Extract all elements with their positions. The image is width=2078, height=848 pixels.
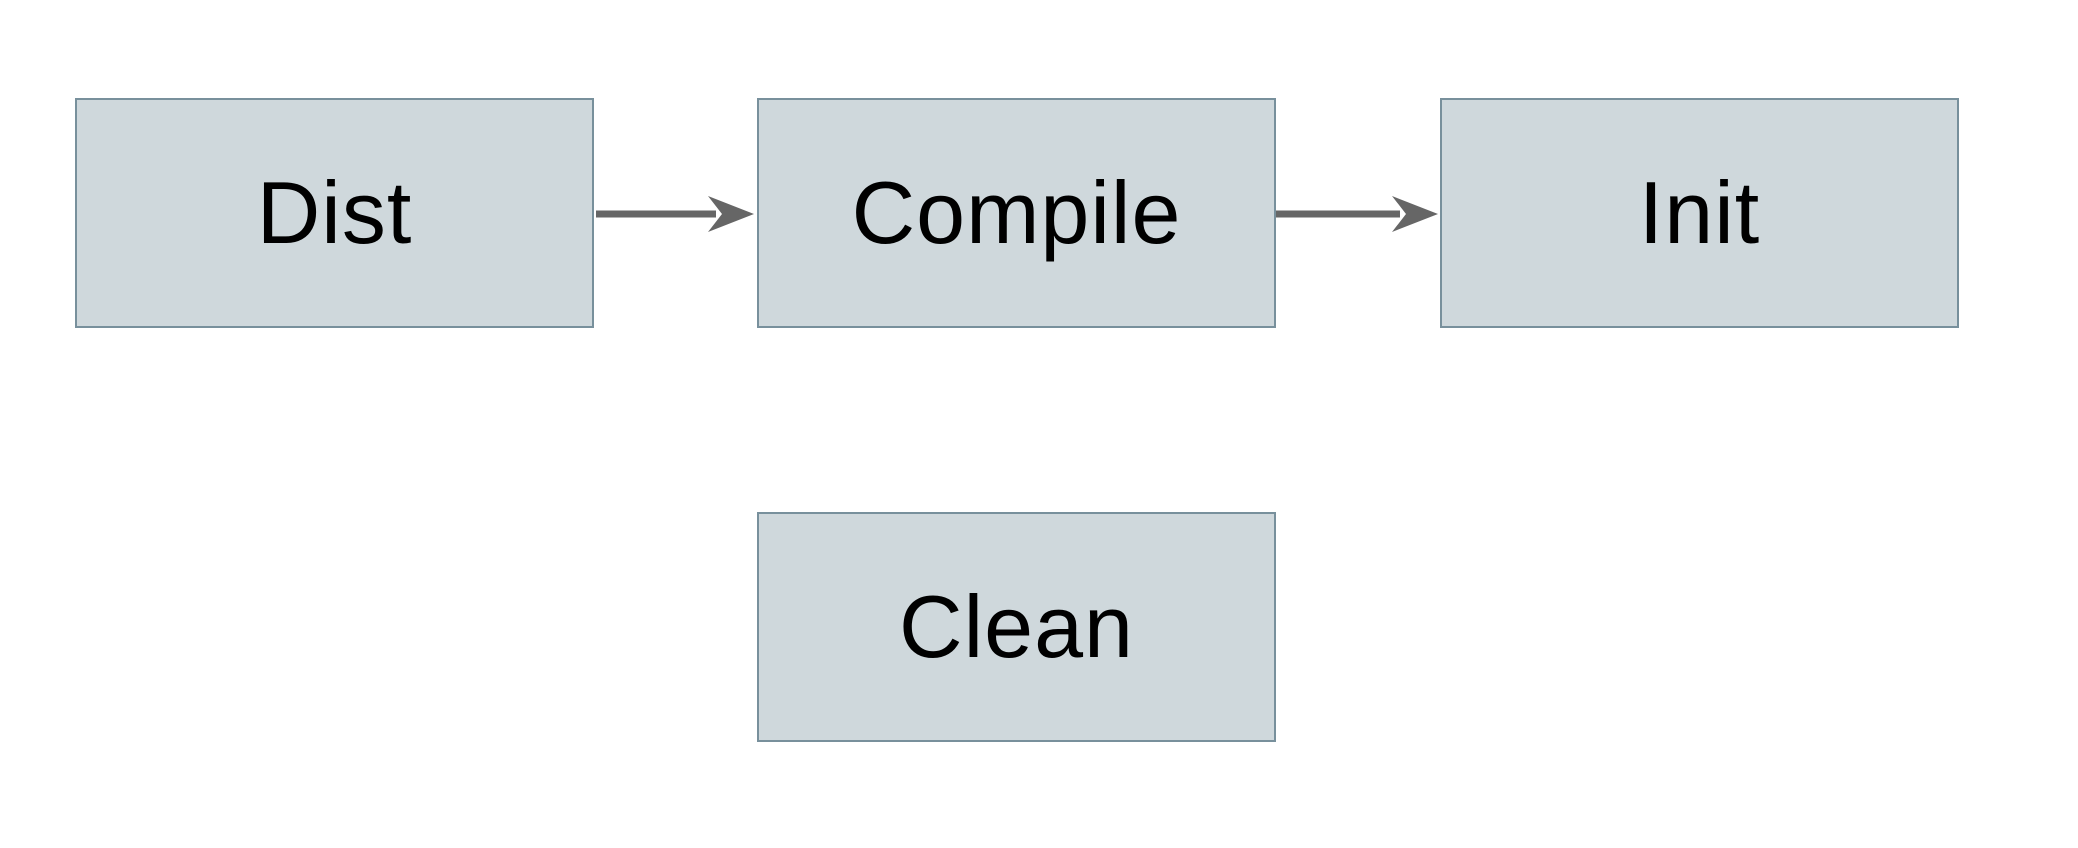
node-compile[interactable]: Compile [757, 98, 1276, 328]
node-clean-label: Clean [899, 577, 1134, 676]
node-init-label: Init [1638, 163, 1761, 262]
arrow-dist-to-compile [596, 196, 754, 232]
arrow-compile-to-init [1274, 196, 1438, 232]
node-init[interactable]: Init [1440, 98, 1959, 328]
node-dist-label: Dist [256, 163, 413, 262]
node-clean[interactable]: Clean [757, 512, 1276, 742]
node-compile-label: Compile [851, 163, 1182, 262]
node-dist[interactable]: Dist [75, 98, 594, 328]
